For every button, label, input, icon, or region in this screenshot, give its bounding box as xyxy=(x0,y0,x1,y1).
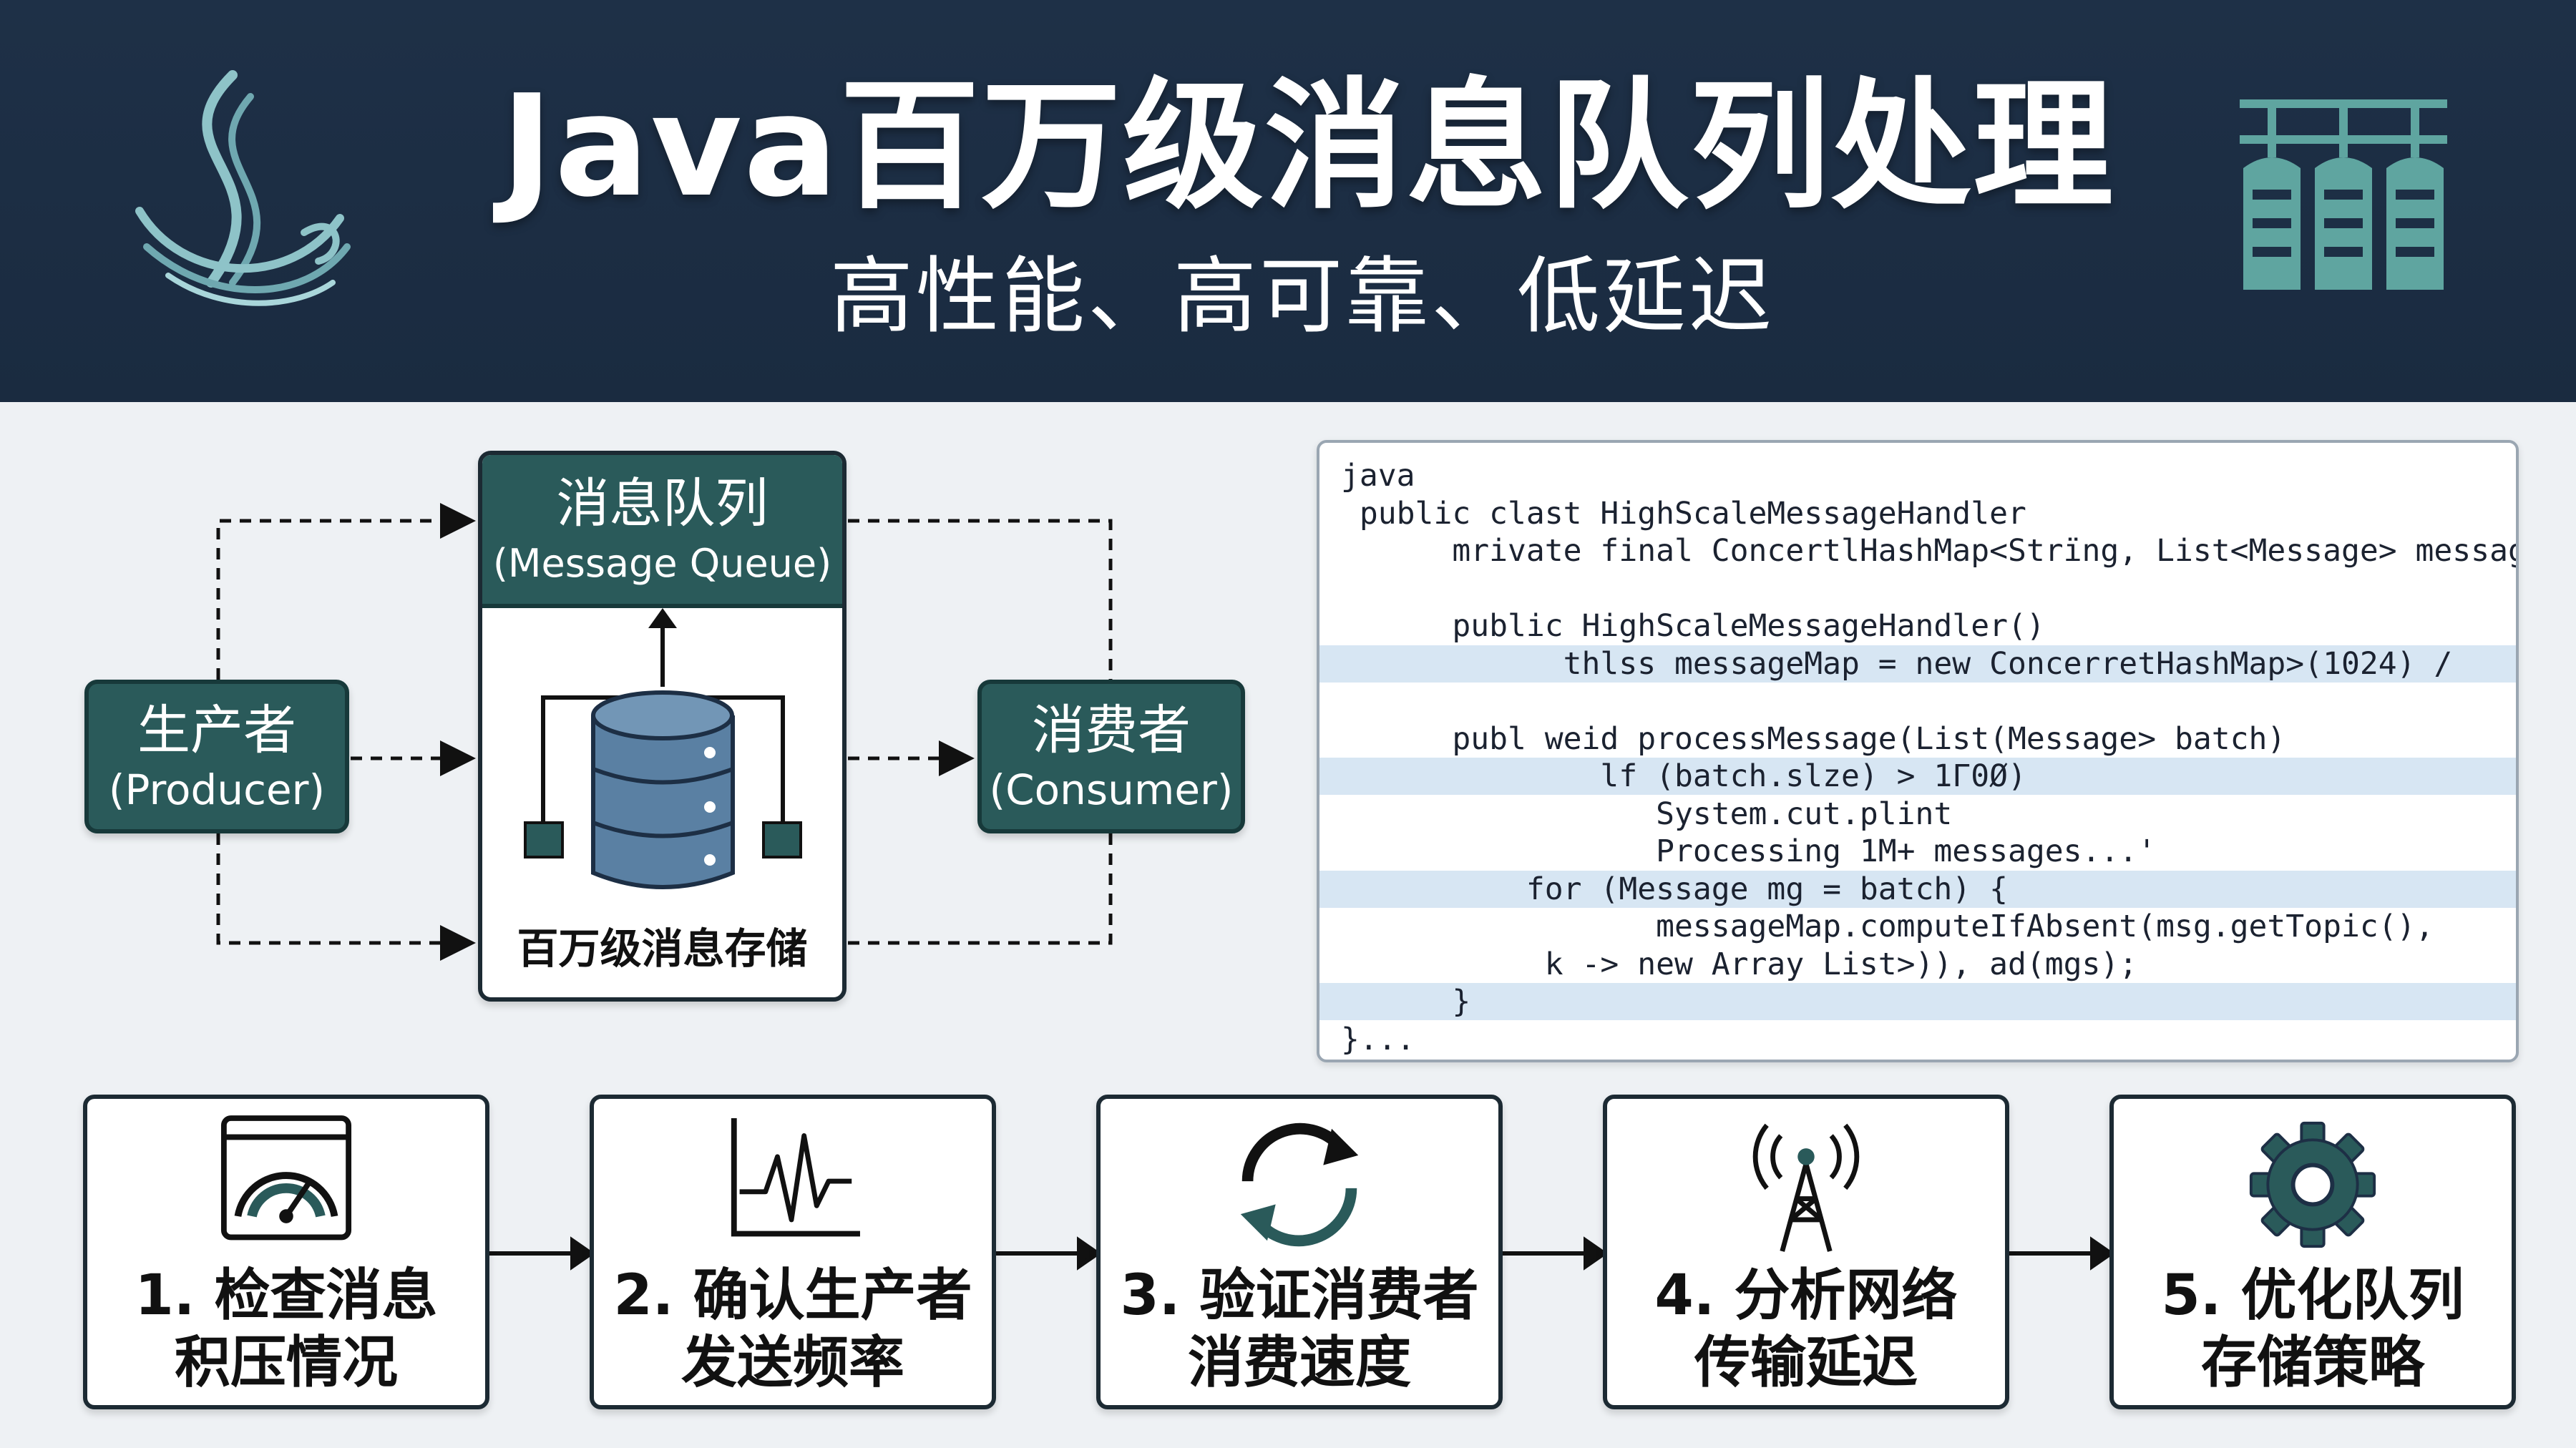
step-4-card: 4. 分析网络 传输延迟 xyxy=(1603,1095,2009,1409)
step-5-label: 5. 优化队列 存储策略 xyxy=(2161,1263,2464,1395)
code-line: }... xyxy=(1341,1021,1415,1057)
code-line: System.cut.plint xyxy=(1341,796,1953,832)
code-line: mrivate final ConcertlHashMap<Strïng, Li… xyxy=(1341,533,2519,569)
consumer-node: 消费者 (Consumer) xyxy=(977,680,1245,833)
message-queue-header: 消息队列 (Message Queue) xyxy=(482,455,842,608)
line-chart-icon xyxy=(731,1118,860,1237)
database-icon xyxy=(524,608,802,889)
code-panel: java public clast HighScaleMessageHandle… xyxy=(1317,440,2519,1062)
code-line: public HighScaleMessageHandler() xyxy=(1341,608,2045,644)
step-2-label: 2. 确认生产者 发送频率 xyxy=(613,1263,972,1395)
message-queue-node: 消息队列 (Message Queue) 百万级消息存储 xyxy=(478,451,847,1002)
code-line: for (Message mg = batch) { xyxy=(1319,870,2516,908)
producer-label-en: (Producer) xyxy=(108,765,326,814)
code-line: lf (batch.slze) > 1Γ0Ø) xyxy=(1319,758,2516,795)
troubleshooting-steps: 1. 检查消息 积压情况 2. 确认生产者 发送频率 3. 验证消费者 消费速度 xyxy=(0,1095,2576,1424)
page-subtitle: 高性能、高可靠、低延迟 xyxy=(830,248,1775,345)
code-line: } xyxy=(1319,983,2516,1020)
consumer-label-zh: 消费者 xyxy=(1032,699,1191,761)
step-arrows xyxy=(489,1236,2115,1271)
wave-logo-icon xyxy=(135,70,351,306)
queue-label-zh: 消息队列 xyxy=(556,473,769,534)
step-3-card: 3. 验证消费者 消费速度 xyxy=(1096,1095,1503,1409)
code-line: thlss messageMap = new ConcerretHashMap>… xyxy=(1319,645,2516,683)
code-line: messageMap.computeIfAbsent(msg.getTopic(… xyxy=(1341,909,2434,944)
step-3-label: 3. 验证消费者 消费速度 xyxy=(1120,1263,1479,1395)
storage-label: 百万级消息存储 xyxy=(517,924,808,973)
code-line: publ weid processMessage(List(Message> b… xyxy=(1341,720,2286,757)
producer-node: 生产者 (Producer) xyxy=(84,680,349,833)
queue-label-en: (Message Queue) xyxy=(492,541,832,586)
code-line: public clast HighScaleMessageHandler xyxy=(1341,495,2026,532)
step-2-card: 2. 确认生产者 发送频率 xyxy=(590,1095,996,1409)
code-line xyxy=(1319,683,2516,720)
step-5-card: 5. 优化队列 存储策略 xyxy=(2109,1095,2516,1409)
step-1-label: 1. 检查消息 积压情况 xyxy=(135,1263,438,1395)
step-1-card: 1. 检查消息 积压情况 xyxy=(83,1095,489,1409)
architecture-diagram: 生产者 (Producer) 消息队列 (Message Queue) xyxy=(0,429,1288,1059)
gear-icon xyxy=(2249,1121,2376,1248)
code-line: java xyxy=(1341,458,1415,494)
code-line xyxy=(1319,570,2516,607)
header-banner: Java百万级消息队列处理 高性能、高可靠、低延迟 xyxy=(0,0,2576,402)
step-4-label: 4. 分析网络 传输延迟 xyxy=(1654,1263,1958,1395)
refresh-icon xyxy=(1240,1122,1359,1247)
producer-label-zh: 生产者 xyxy=(137,699,296,761)
speedometer-icon xyxy=(220,1115,352,1241)
code-line: k -> new Array List>)), ad(mgs); xyxy=(1341,946,2138,982)
flow-connectors xyxy=(216,503,1113,961)
consumer-label-en: (Consumer) xyxy=(989,765,1234,814)
page-title: Java百万级消息队列处理 xyxy=(501,65,2115,228)
antenna-tower-icon xyxy=(1752,1123,1860,1252)
server-rack-icon xyxy=(2240,99,2447,290)
code-line: Processing 1M+ messages...' xyxy=(1341,833,2157,869)
